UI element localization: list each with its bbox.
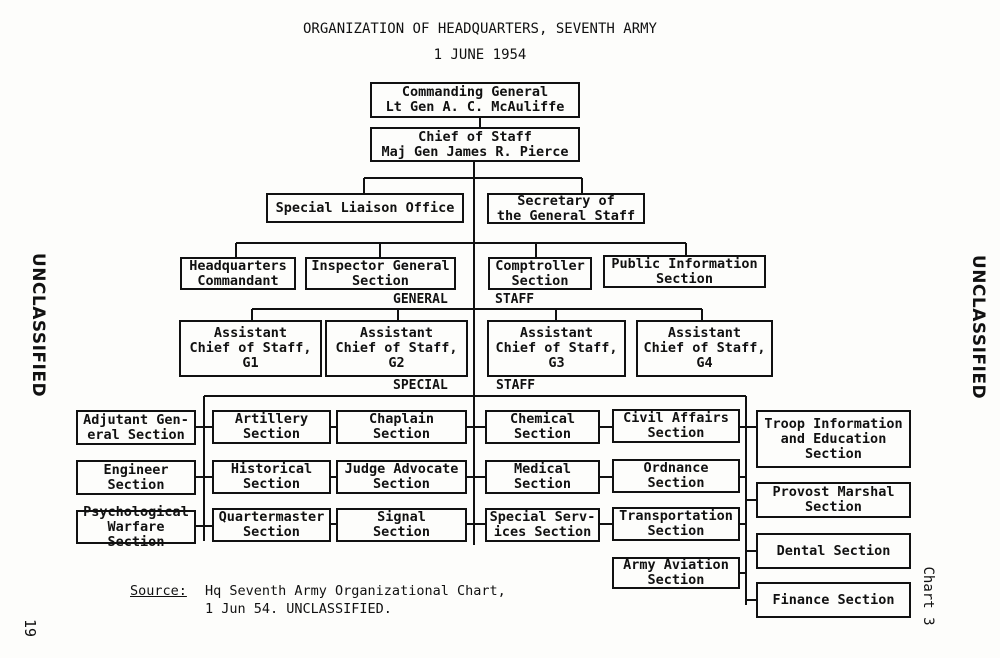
acs-g3-box: Assistant Chief of Staff, G3: [487, 320, 626, 377]
judge-advocate-label: Judge Advocate Section: [344, 461, 459, 492]
comptroller-box: Comptroller Section: [488, 257, 592, 290]
acs-g1-box: Assistant Chief of Staff, G1: [179, 320, 322, 377]
chaplain-label: Chaplain Section: [368, 411, 435, 442]
acs-g4-label: Assistant Chief of Staff, G4: [643, 325, 766, 371]
dental-label: Dental Section: [776, 542, 891, 559]
chart-title: ORGANIZATION OF HEADQUARTERS, SEVENTH AR…: [302, 21, 657, 37]
headquarters-commandant-box: Headquarters Commandant: [180, 257, 296, 290]
acs-g2-box: Assistant Chief of Staff, G2: [325, 320, 468, 377]
source-line-1: Hq Seventh Army Organizational Chart,: [205, 583, 506, 599]
special-services-box: Special Serv- ices Section: [485, 508, 600, 542]
commanding-general-label: Commanding General Lt Gen A. C. McAuliff…: [385, 84, 565, 115]
provost-marshal-box: Provost Marshal Section: [756, 482, 911, 518]
secretary-general-staff-label: Secretary of the General Staff: [496, 192, 636, 224]
civil-affairs-label: Civil Affairs Section: [623, 410, 729, 441]
judge-advocate-box: Judge Advocate Section: [336, 460, 467, 494]
public-information-label: Public Information Section: [611, 255, 758, 287]
classification-marking-left: UNCLASSIFIED: [28, 252, 48, 398]
artillery-label: Artillery Section: [234, 411, 309, 442]
classification-marking-right: UNCLASSIFIED: [968, 254, 988, 400]
acs-g4-box: Assistant Chief of Staff, G4: [636, 320, 773, 377]
artillery-box: Artillery Section: [212, 410, 331, 444]
transportation-box: Transportation Section: [612, 507, 740, 541]
special-staff-label-right: STAFF: [496, 378, 536, 393]
inspector-general-box: Inspector General Section: [305, 257, 456, 290]
chaplain-box: Chaplain Section: [336, 410, 467, 444]
acs-g3-label: Assistant Chief of Staff, G3: [495, 325, 618, 371]
troop-information-box: Troop Information and Education Section: [756, 410, 911, 468]
army-aviation-box: Army Aviation Section: [612, 557, 740, 589]
psychological-warfare-box: Psychological Warfare Section: [76, 504, 196, 549]
transportation-label: Transportation Section: [619, 508, 733, 539]
engineer-box: Engineer Section: [76, 460, 196, 495]
chart-number-label: Chart 3: [920, 566, 936, 626]
psychological-warfare-label: Psychological Warfare Section: [83, 503, 189, 550]
ordnance-label: Ordnance Section: [643, 460, 709, 491]
finance-box: Finance Section: [756, 582, 911, 618]
source-line-2: 1 Jun 54. UNCLASSIFIED.: [205, 601, 392, 617]
public-information-box: Public Information Section: [603, 255, 766, 288]
chart-date: 1 JUNE 1954: [433, 47, 527, 63]
civil-affairs-box: Civil Affairs Section: [612, 409, 740, 443]
finance-label: Finance Section: [772, 591, 895, 608]
inspector-general-label: Inspector General Section: [311, 257, 450, 289]
chemical-label: Chemical Section: [509, 411, 576, 442]
ordnance-box: Ordnance Section: [612, 459, 740, 493]
medical-box: Medical Section: [485, 460, 600, 494]
army-aviation-label: Army Aviation Section: [623, 557, 729, 588]
page-number: 19: [21, 618, 39, 638]
special-liaison-office-label: Special Liaison Office: [275, 199, 455, 216]
adjutant-general-label: Adjutant Gen- eral Section: [83, 411, 189, 443]
quartermaster-box: Quartermaster Section: [212, 508, 331, 542]
medical-label: Medical Section: [514, 461, 571, 492]
secretary-general-staff-box: Secretary of the General Staff: [487, 193, 645, 224]
general-staff-label-left: GENERAL: [393, 292, 448, 307]
engineer-label: Engineer Section: [103, 461, 169, 493]
special-staff-label-left: SPECIAL: [393, 378, 448, 393]
dental-box: Dental Section: [756, 533, 911, 569]
historical-label: Historical Section: [230, 461, 313, 492]
acs-g1-label: Assistant Chief of Staff, G1: [189, 325, 312, 371]
historical-box: Historical Section: [212, 460, 331, 494]
chief-of-staff-box: Chief of Staff Maj Gen James R. Pierce: [370, 127, 580, 162]
adjutant-general-box: Adjutant Gen- eral Section: [76, 410, 196, 445]
headquarters-commandant-label: Headquarters Commandant: [189, 257, 287, 289]
general-staff-label-right: STAFF: [495, 292, 535, 307]
signal-box: Signal Section: [336, 508, 467, 542]
provost-marshal-label: Provost Marshal Section: [772, 484, 895, 515]
signal-label: Signal Section: [373, 509, 430, 540]
acs-g2-label: Assistant Chief of Staff, G2: [335, 325, 458, 371]
quartermaster-label: Quartermaster Section: [218, 509, 325, 540]
commanding-general-box: Commanding General Lt Gen A. C. McAuliff…: [370, 82, 580, 118]
troop-information-label: Troop Information and Education Section: [764, 415, 903, 462]
comptroller-label: Comptroller Section: [495, 257, 585, 289]
source-label: Source:: [130, 583, 187, 599]
chief-of-staff-label: Chief of Staff Maj Gen James R. Pierce: [381, 128, 569, 160]
special-liaison-office-box: Special Liaison Office: [266, 193, 464, 223]
chemical-box: Chemical Section: [485, 410, 600, 444]
special-services-label: Special Serv- ices Section: [489, 509, 596, 540]
